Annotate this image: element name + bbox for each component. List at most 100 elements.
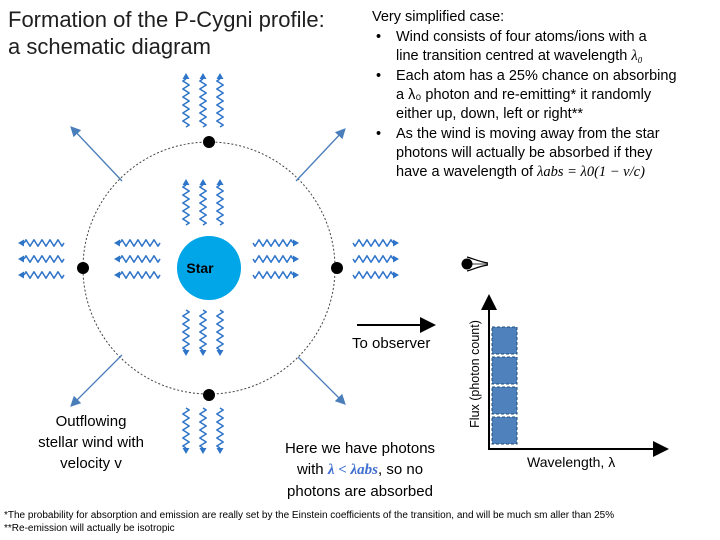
note-item-absorption: Each atom has a 25% chance on absorbing …: [372, 67, 712, 124]
photon-arrowhead: [114, 255, 120, 263]
photon-count-box: [491, 386, 518, 415]
atom-top: [203, 136, 215, 148]
absorption-formula: λabs = λ0(1 − v/c): [537, 164, 645, 180]
photon-arrowhead: [216, 73, 224, 79]
title-line-2: a schematic diagram: [8, 34, 211, 59]
photon-wave: [199, 78, 207, 128]
photon-arrowhead: [393, 255, 399, 263]
photon-arrowhead: [199, 179, 207, 185]
photon-arrowhead: [199, 73, 207, 79]
photon-wave: [252, 239, 294, 247]
lambda-zero-symbol: λ₀: [631, 48, 643, 64]
photon-wave: [216, 407, 224, 449]
photon-wave: [352, 239, 394, 247]
photon-wave: [216, 78, 224, 128]
wind-arrow-se: [297, 356, 346, 405]
photon-arrowhead: [293, 255, 299, 263]
wind-arrow-ne: [295, 128, 346, 182]
photons-note-line-3: photons are absorbed: [287, 483, 433, 500]
photon-arrows: [18, 73, 399, 454]
photon-arrowhead: [293, 271, 299, 279]
photon-arrowhead: [18, 271, 24, 279]
photon-arrowhead: [216, 448, 224, 454]
note-2-line-1: Each atom has a 25% chance on absorbing: [396, 68, 677, 84]
title-line-1: Formation of the P-Cygni profile:: [8, 7, 325, 32]
notes-heading: Very simplified case:: [372, 9, 505, 25]
atom-left: [77, 262, 89, 274]
notes-list: Wind consists of four atoms/ions with a …: [372, 28, 712, 182]
photon-arrowhead: [199, 350, 207, 356]
photon-wave: [352, 255, 394, 263]
y-axis-label: Flux (photon count): [468, 320, 482, 428]
wind-label-line-2: stellar wind with: [38, 434, 144, 451]
photons-note-so-no: , so no: [378, 461, 424, 478]
photon-arrowhead: [182, 179, 190, 185]
photon-wave: [23, 255, 65, 263]
eye-icon: [461, 256, 489, 272]
photons-condition: λ < λabs: [327, 462, 379, 478]
photon-arrowhead: [393, 239, 399, 247]
atom-right: [331, 262, 343, 274]
note-3-line-3: have a wavelength of: [396, 164, 534, 180]
photon-wave: [182, 184, 190, 226]
photon-arrowhead: [182, 73, 190, 79]
photon-wave: [23, 271, 65, 279]
note-3-line-2: photons will actually be absorbed if the…: [396, 145, 653, 161]
photon-arrowhead: [18, 239, 24, 247]
photons-note: Here we have photons with λ < λabs, so n…: [270, 438, 450, 502]
note-3-line-1: As the wind is moving away from the star: [396, 126, 660, 142]
wind-label-line-3: velocity v: [60, 455, 122, 472]
photon-arrowhead: [393, 271, 399, 279]
photon-wave: [199, 407, 207, 449]
photon-count-box: [491, 416, 518, 445]
wind-label-line-1: Outflowing: [55, 413, 127, 430]
note-item-doppler: As the wind is moving away from the star…: [372, 125, 712, 182]
photon-wave: [119, 255, 161, 263]
photon-arrowhead: [114, 271, 120, 279]
wind-label: Outflowing stellar wind with velocity v: [26, 411, 156, 474]
photon-wave: [119, 239, 161, 247]
photon-wave: [199, 309, 207, 351]
wind-arrow-sw: [70, 354, 123, 407]
note-1-line-2: line transition centred at wavelength: [396, 48, 628, 64]
photon-arrowhead: [216, 179, 224, 185]
star-label: Star: [186, 260, 214, 276]
note-2-line-3: either up, down, left or right**: [396, 106, 583, 122]
star-disc: [177, 236, 241, 300]
note-2-line-2: a λ₀ photon and re-emitting* it randomly: [396, 87, 652, 103]
photon-wave: [216, 309, 224, 351]
photon-arrowhead: [182, 350, 190, 356]
x-axis-label: Wavelength, λ: [527, 454, 615, 470]
photon-wave: [119, 271, 161, 279]
atoms: [77, 136, 343, 401]
photon-wave: [199, 184, 207, 226]
photon-wave: [252, 271, 294, 279]
to-observer-label: To observer: [352, 335, 431, 352]
page-title: Formation of the P-Cygni profile: a sche…: [8, 6, 325, 60]
note-item-wind: Wind consists of four atoms/ions with a …: [372, 28, 712, 66]
wind-arrows: [70, 126, 346, 407]
photon-wave: [23, 239, 65, 247]
footnote-2: **Re-emission will actually be isotropic: [4, 523, 175, 534]
footnote-1: *The probability for absorption and emis…: [4, 510, 615, 521]
photon-count-box: [491, 326, 518, 355]
notes-panel: Very simplified case: Wind consists of f…: [372, 8, 712, 183]
photon-arrowhead: [18, 255, 24, 263]
photon-wave: [216, 184, 224, 226]
photons-note-with: with: [296, 461, 324, 478]
photon-wave: [182, 309, 190, 351]
wind-arrow-nw: [70, 126, 123, 182]
photon-arrowhead: [216, 350, 224, 356]
photon-arrowhead: [293, 239, 299, 247]
photons-note-line-2: with λ < λabs, so no: [270, 459, 450, 481]
photon-count-boxes: [491, 326, 518, 445]
photon-wave: [182, 78, 190, 128]
photon-arrowhead: [199, 448, 207, 454]
photon-wave: [182, 407, 190, 449]
photon-wave: [252, 255, 294, 263]
note-1-line-1: Wind consists of four atoms/ions with a: [396, 29, 647, 45]
photon-arrowhead: [182, 448, 190, 454]
atom-bottom: [203, 389, 215, 401]
photon-arrowhead: [114, 239, 120, 247]
